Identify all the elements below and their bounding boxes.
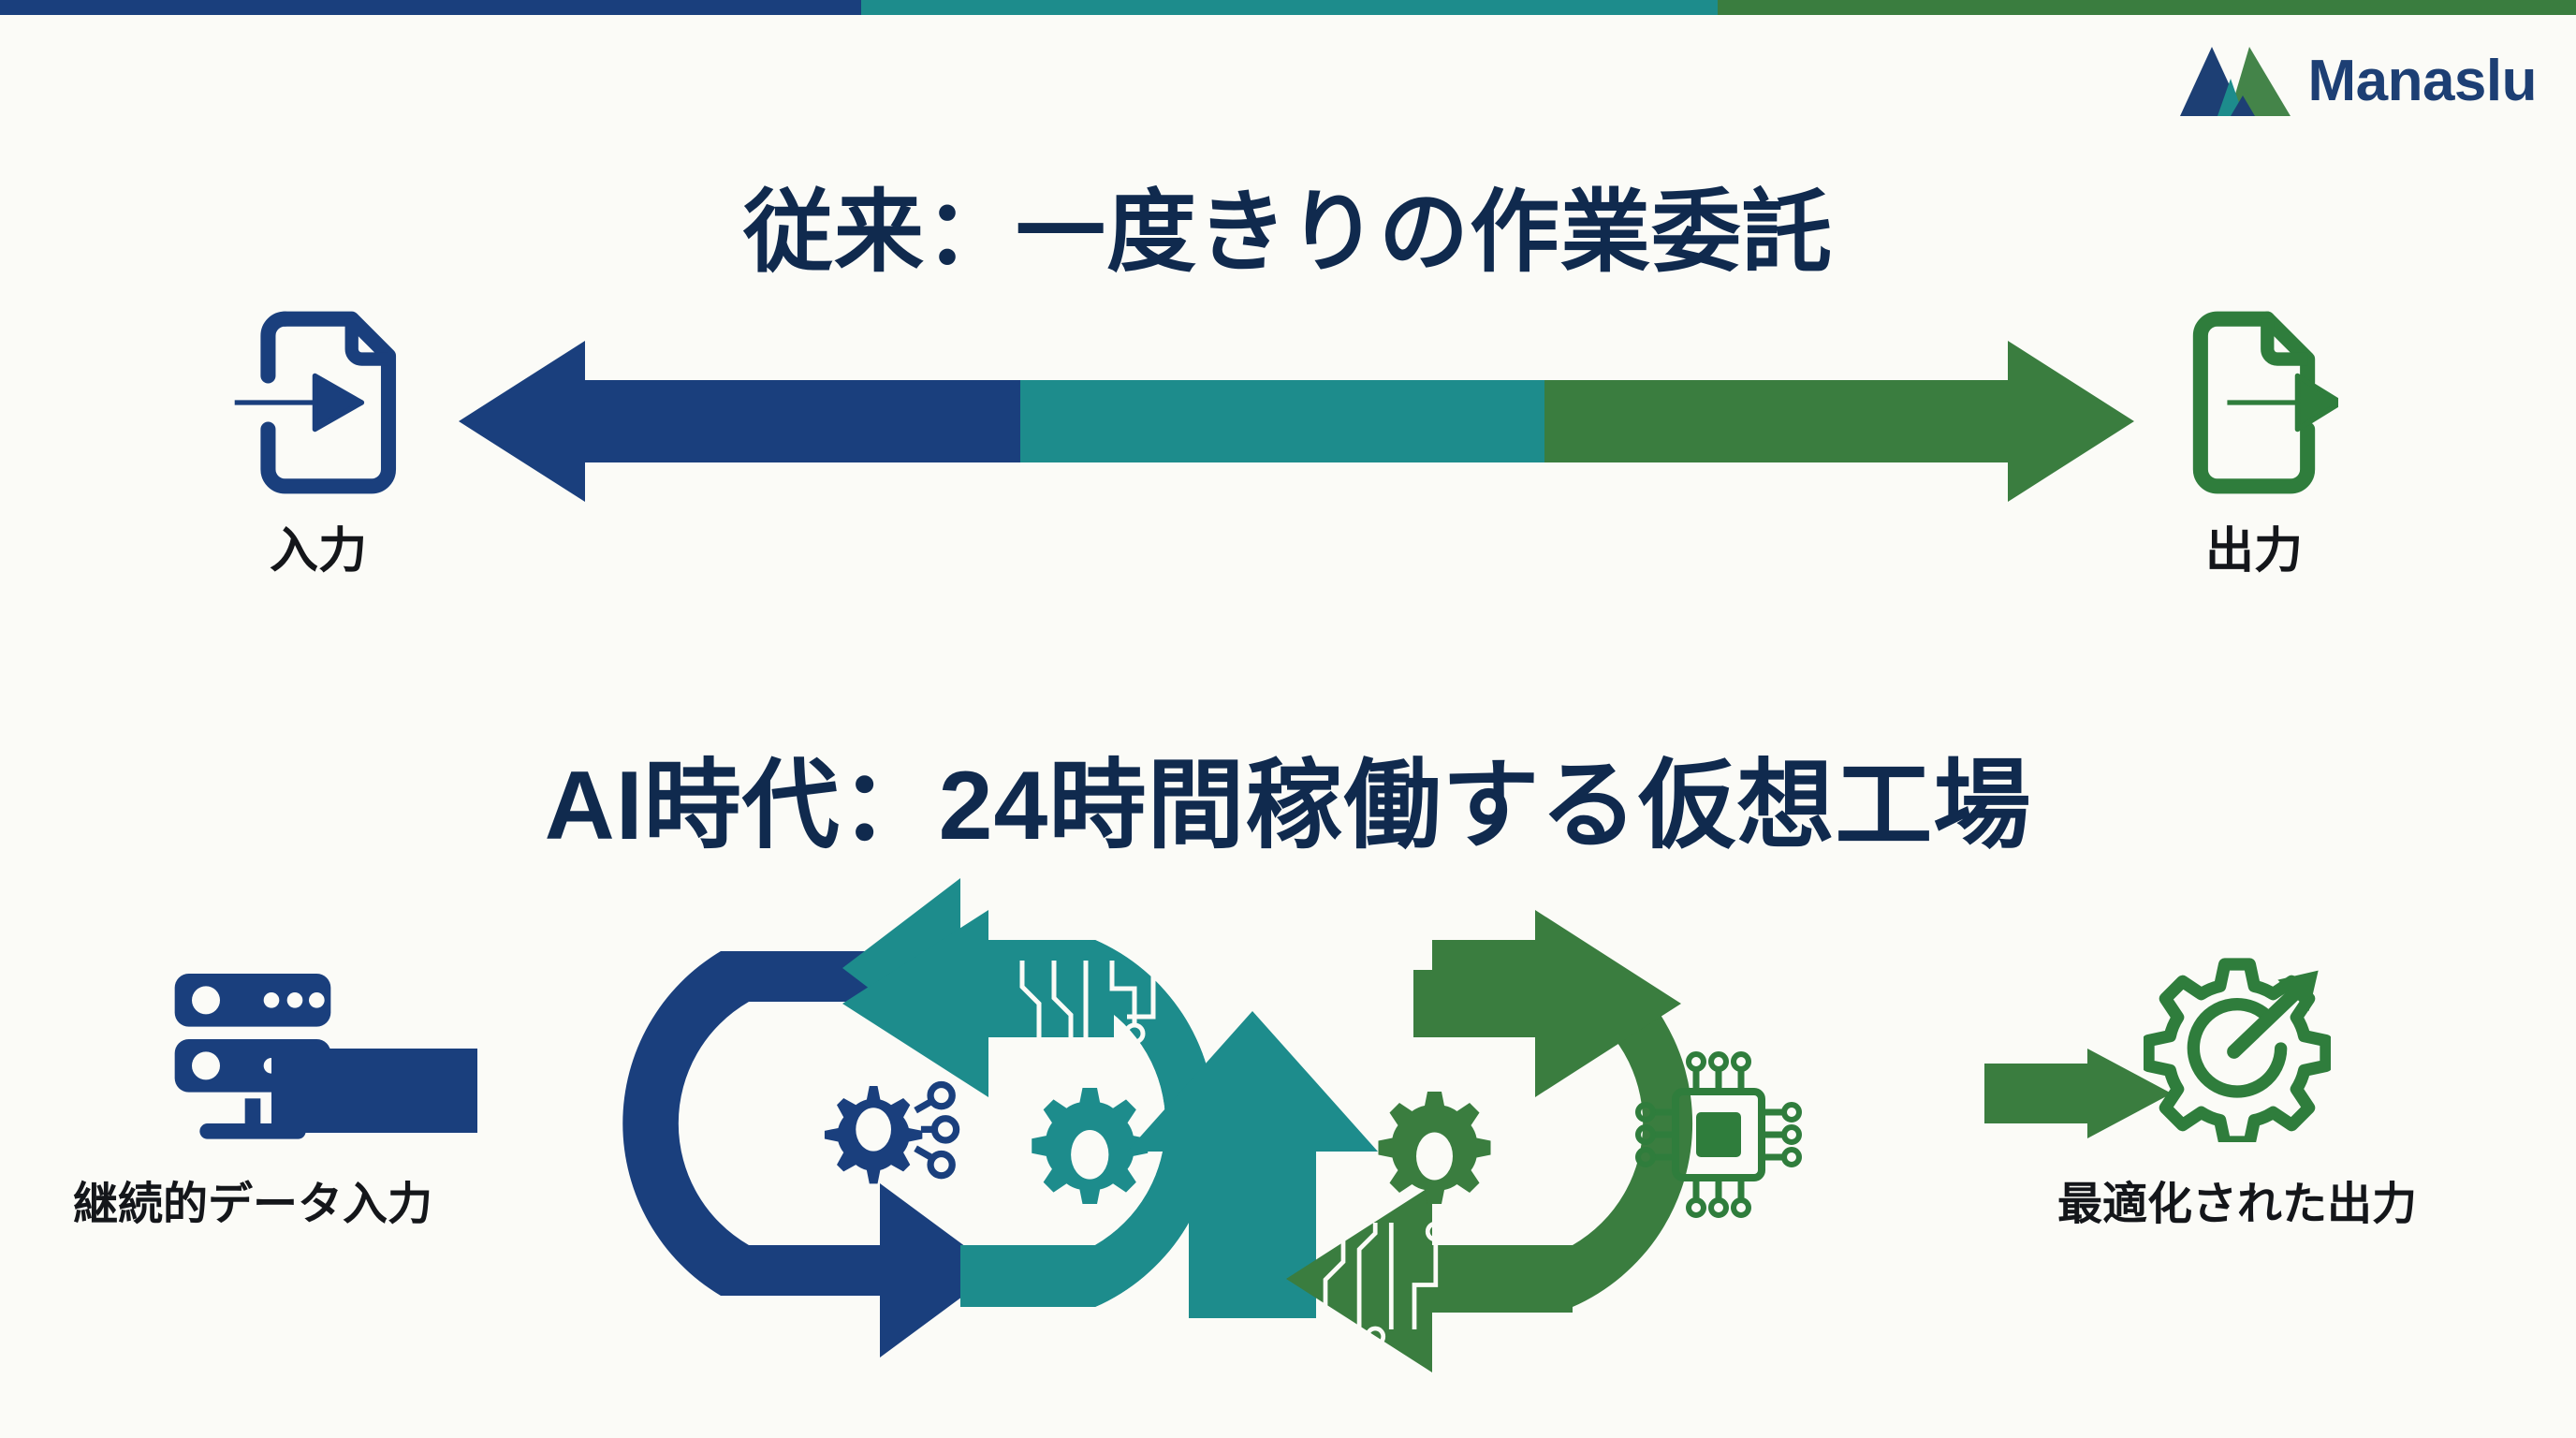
ai-cycle-row: 継続的データ入力 [0,878,2576,1404]
brand-name: Manaslu [2307,49,2537,113]
cycle-loop-navy [622,951,998,1357]
accent-segment-teal [861,0,1718,15]
mountain-peaks-icon [2180,47,2291,116]
ai-output-endpoint: 最適化された出力 [2041,955,2434,1232]
document-export-icon [2192,311,2338,494]
teal-up-arrow [1127,1011,1378,1318]
gear-icon-teal [1032,1088,1149,1204]
document-import-icon [234,311,397,494]
gear-network-icon [824,1080,960,1184]
output-connector-arrow [1984,1049,2172,1138]
brand-logo: Manaslu [2180,41,2537,122]
traditional-input-endpoint: 入力 [178,309,459,618]
traditional-output-endpoint: 出力 [2114,309,2394,618]
traditional-flow-row: 入力 出力 [0,309,2576,618]
cpu-chip-icon [1635,1051,1802,1218]
cycle-loop-green [1286,910,1802,1372]
gear-icon-green [1378,1092,1491,1204]
circuit-trace-decoration-green [1323,1221,1446,1349]
section-title-ai-era: AI時代：24時間稼働する仮想工場 [544,752,2032,860]
accent-segment-green [1718,0,2576,15]
top-accent-bar [0,0,2576,15]
continuous-cycle-diagram [622,878,1802,1372]
gear-growth-arrow-icon [2144,958,2331,1142]
cycle-loop-teal [842,878,1216,1307]
input-connector-bar [271,1049,477,1133]
traditional-output-label: 出力 [2204,524,2303,579]
traditional-input-label: 入力 [269,524,367,579]
ai-output-label: 最適化された出力 [2056,1180,2417,1229]
ai-input-label: 継続的データ入力 [72,1180,432,1229]
accent-segment-navy [0,0,861,15]
one-way-flow-arrow [459,341,2134,502]
section-title-traditional: 従来：一度きりの作業委託 [743,183,1833,283]
